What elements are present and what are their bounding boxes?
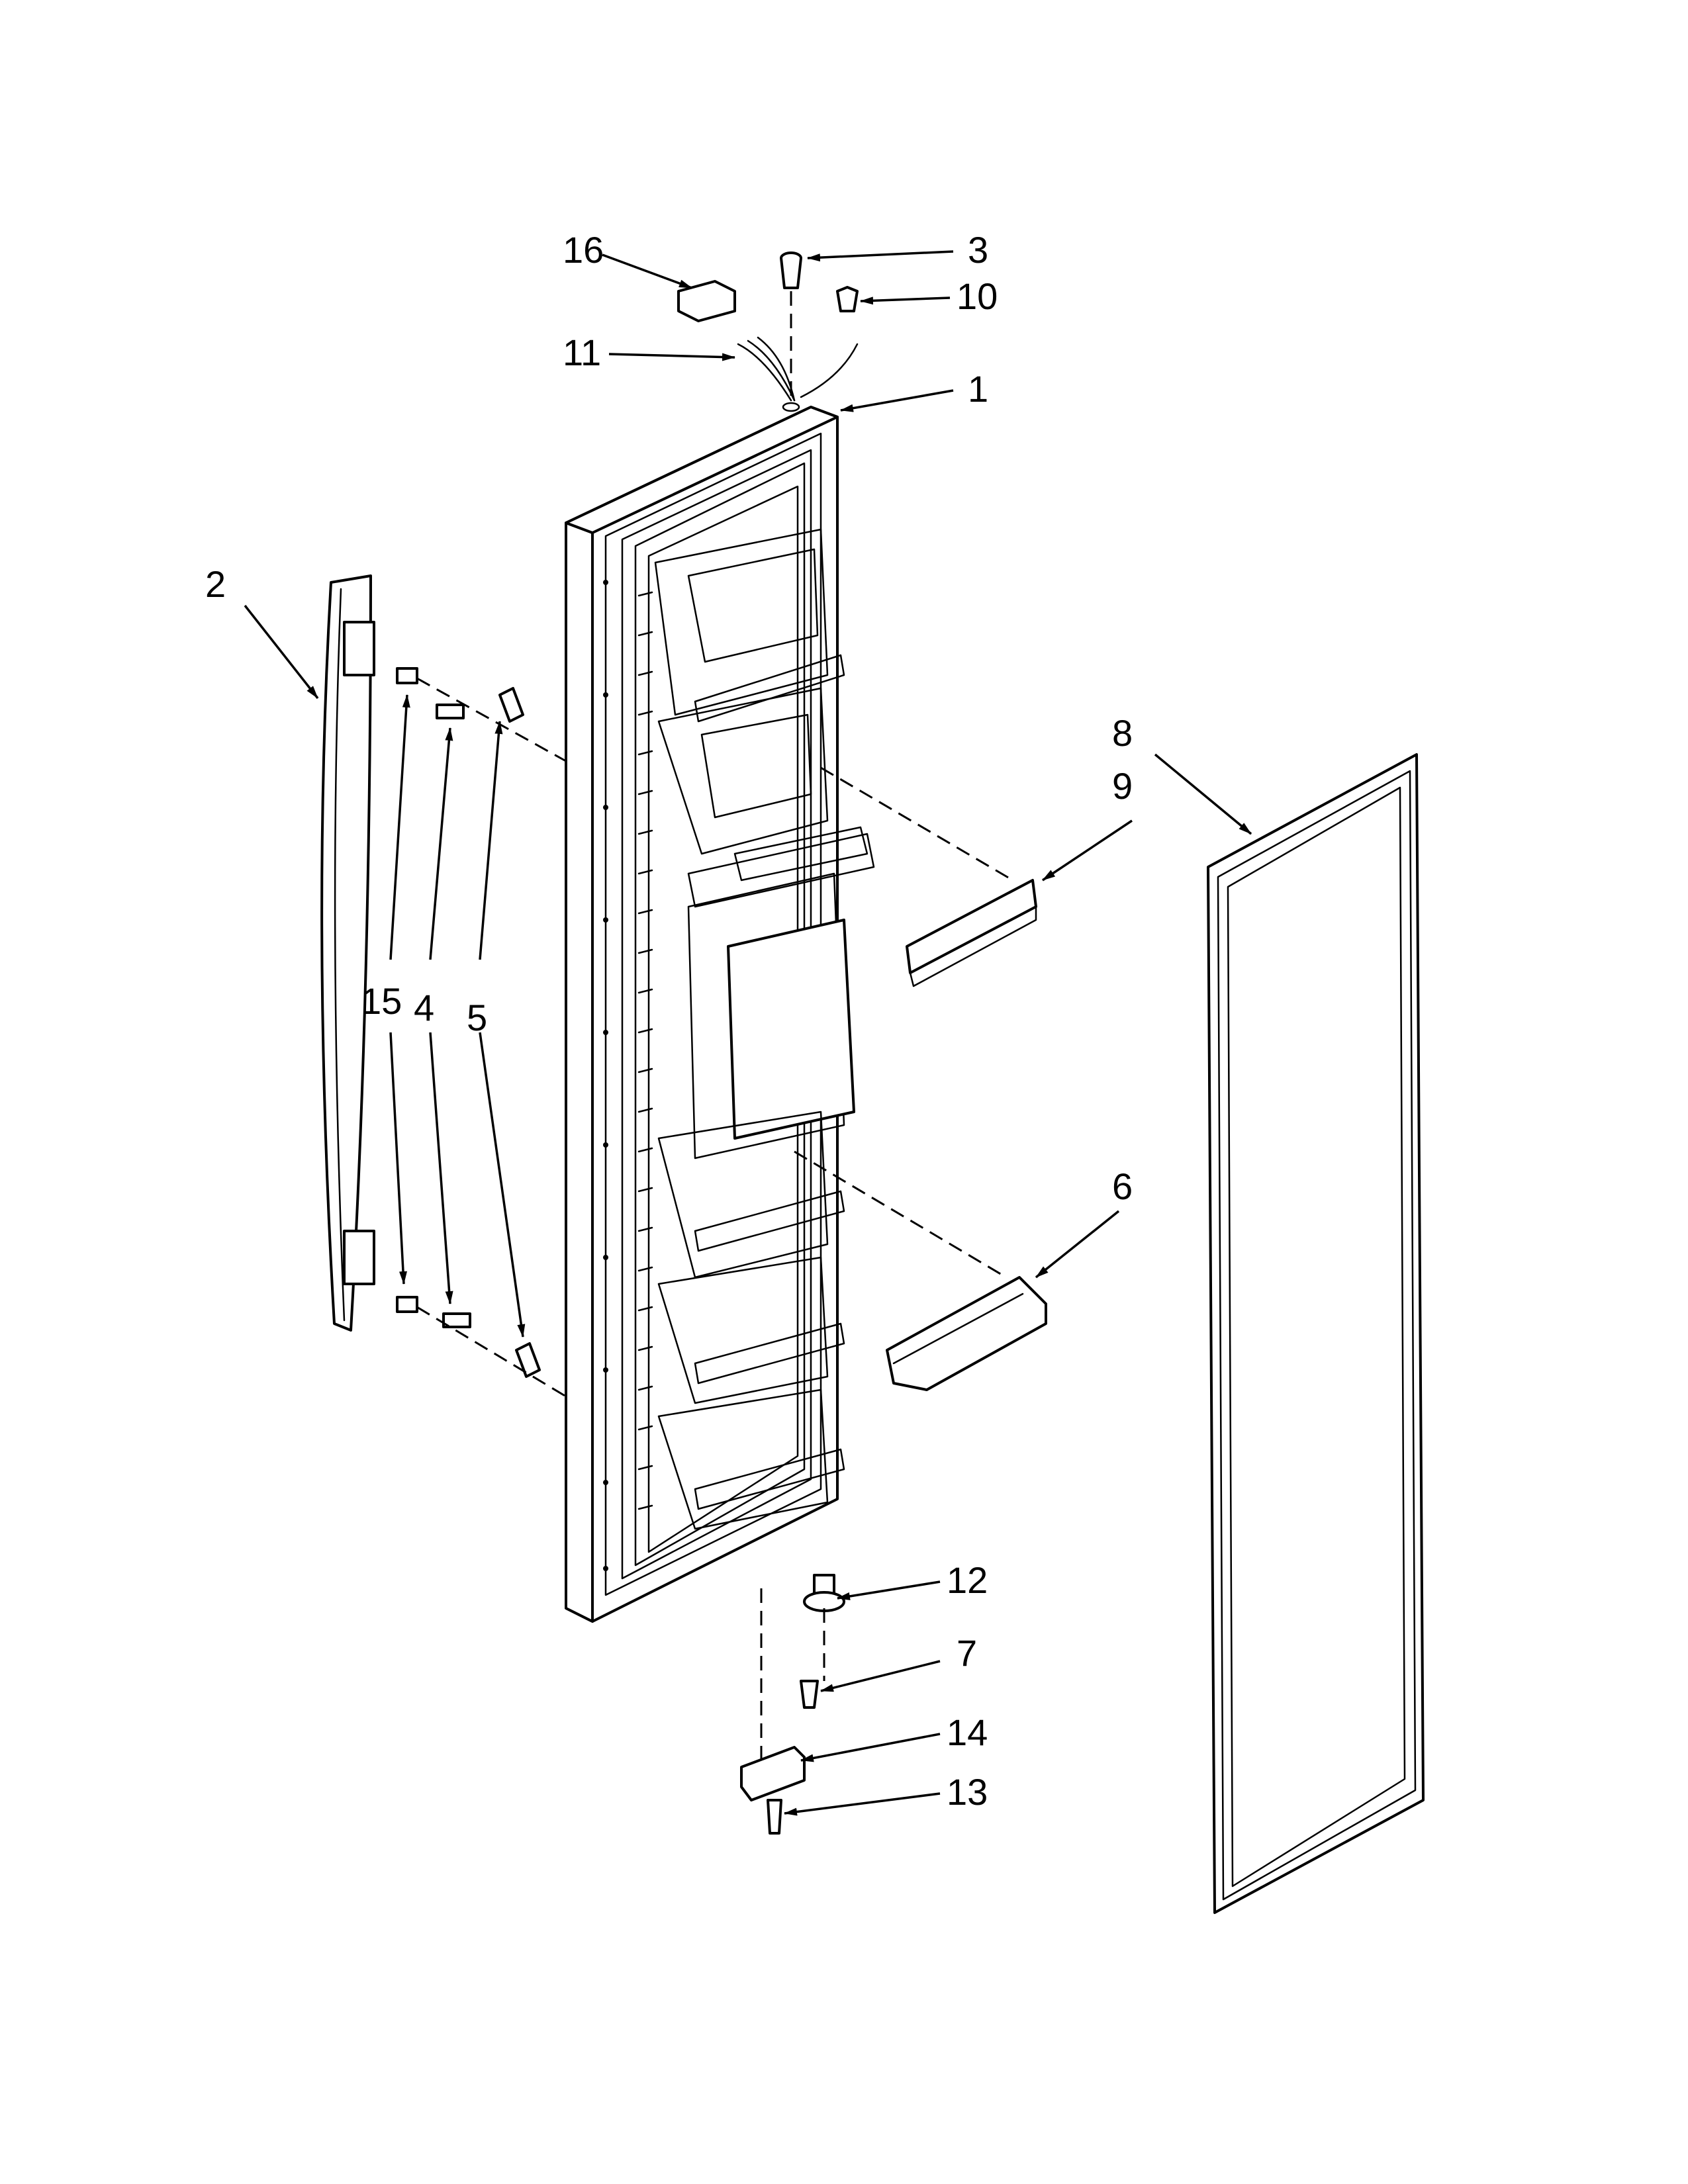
callout-leaders: [244, 250, 1252, 1816]
top-hardware: [677, 251, 859, 402]
door-handle: [320, 574, 375, 1332]
callout-15: 15: [361, 980, 402, 1022]
handle-fasteners: [396, 667, 567, 1398]
callout-3: 3: [968, 229, 989, 271]
callout-14: 14: [947, 1711, 988, 1753]
door-gasket: [1207, 753, 1425, 1914]
callout-6: 6: [1112, 1165, 1133, 1207]
callout-16: 16: [563, 229, 604, 271]
trim-strip: [820, 766, 1037, 987]
callout-7: 7: [957, 1632, 978, 1674]
callout-8: 8: [1112, 712, 1133, 754]
bottom-hinge-hardware: [740, 1574, 845, 1835]
callout-10: 10: [957, 275, 998, 317]
callout-12: 12: [947, 1559, 988, 1601]
door-assembly: [565, 402, 875, 1623]
door-bin: [794, 1150, 1047, 1391]
callout-9: 9: [1112, 765, 1133, 807]
callout-2: 2: [205, 563, 226, 605]
callout-4: 4: [414, 987, 435, 1028]
callout-1: 1: [968, 368, 989, 410]
callout-5: 5: [467, 997, 488, 1038]
callout-11: 11: [563, 332, 602, 373]
callout-13: 13: [947, 1771, 988, 1813]
